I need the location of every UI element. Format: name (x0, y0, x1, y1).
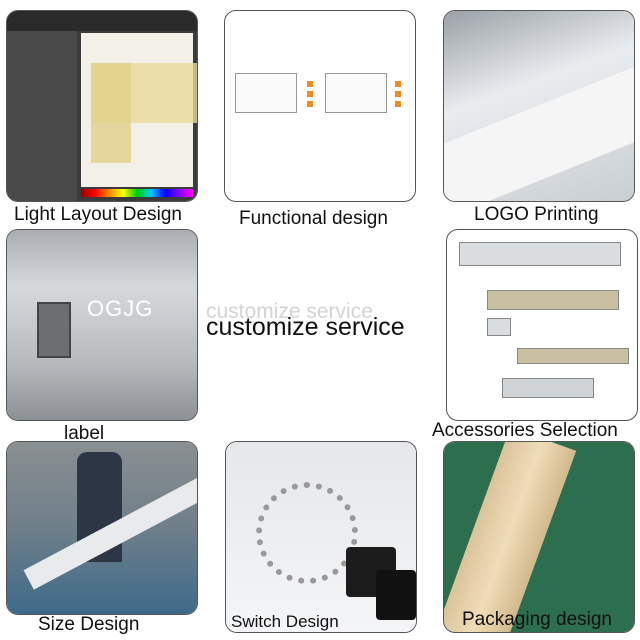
accessories-caption: Accessories Selection (432, 420, 618, 441)
size-design-caption: Size Design (38, 614, 140, 635)
packaging-caption: Packaging design (462, 609, 612, 630)
logo-printing-caption: LOGO Printing (474, 204, 599, 225)
light-layout-image (6, 10, 198, 202)
logo-printing-image (443, 10, 635, 202)
accessories-image (446, 229, 638, 421)
functional-design-image (224, 10, 416, 202)
label-caption: label (64, 423, 105, 444)
functional-design-caption: Functional design (239, 208, 388, 229)
center-main-text: customize service (206, 313, 405, 341)
light-layout-caption: Light Layout Design (14, 204, 182, 225)
center-ghost-text: customize service (206, 300, 373, 323)
label-overlay-text: OGJG (87, 296, 154, 321)
packaging-image (443, 441, 635, 633)
switch-design-caption: Switch Design (231, 612, 339, 631)
label-image: OGJG (6, 229, 198, 421)
size-design-image (6, 441, 198, 615)
switch-design-image (225, 441, 417, 633)
